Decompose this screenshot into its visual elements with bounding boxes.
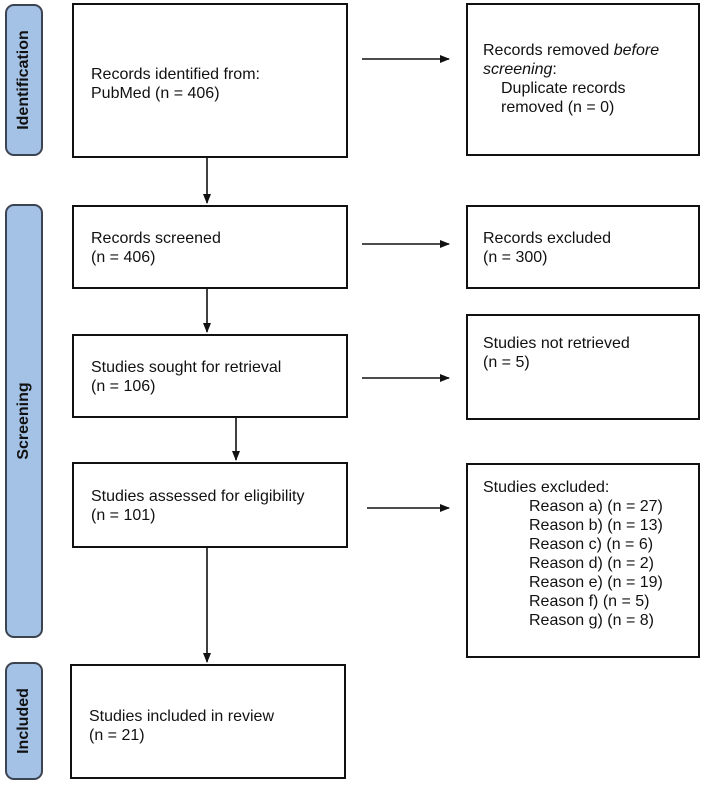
studies-sought-box: Studies sought for retrieval (n = 106) [72,334,348,418]
records-excluded-line1: Records excluded [483,230,612,247]
records-removed-line2a: screening [483,61,553,78]
studies-assessed-box: Studies assessed for eligibility (n = 10… [72,462,348,548]
records-excluded-line2: (n = 300) [483,249,548,266]
studies-excluded-reason-e: Reason e) (n = 19) [529,574,663,591]
records-removed-line4: removed (n = 0) [501,99,615,116]
studies-excluded-reason-c: Reason c) (n = 6) [529,536,654,553]
studies-sought-line1: Studies sought for retrieval [91,359,282,376]
studies-excluded-title: Studies excluded: [483,479,610,496]
records-screened-line2: (n = 406) [91,249,156,266]
records-identified-line2: PubMed (n = 406) [91,85,220,102]
studies-not-retrieved-line1: Studies not retrieved [483,335,630,352]
phase-identification: Identification [5,4,43,156]
studies-excluded-reason-d: Reason d) (n = 2) [529,555,654,572]
records-removed-line2b: : [552,61,557,78]
studies-included-line1: Studies included in review [89,708,274,725]
studies-excluded-reason-a: Reason a) (n = 27) [529,498,663,515]
records-identified-box: Records identified from: PubMed (n = 406… [72,3,348,158]
records-removed-line1a: Records removed [483,42,614,59]
phase-included: Included [5,662,43,780]
records-removed-box: Records removed before screening: Duplic… [466,3,700,156]
studies-excluded-box: Studies excluded: Reason a) (n = 27) Rea… [466,463,700,658]
studies-excluded-reason-g: Reason g) (n = 8) [529,612,654,629]
studies-excluded-reason-f: Reason f) (n = 5) [529,593,650,610]
records-identified-line1: Records identified from: [91,66,260,83]
records-removed-line2: screening: [483,60,659,79]
studies-included-line2: (n = 21) [89,727,145,744]
records-excluded-box: Records excluded (n = 300) [466,205,700,289]
studies-included-box: Studies included in review (n = 21) [70,664,346,779]
records-screened-box: Records screened (n = 406) [72,205,348,289]
records-removed-line1b: before [613,42,660,59]
records-removed-line3: Duplicate records [501,80,626,97]
phase-screening: Screening [5,204,43,638]
studies-assessed-line2: (n = 101) [91,507,156,524]
records-screened-line1: Records screened [91,230,221,247]
studies-not-retrieved-line2: (n = 5) [483,354,530,371]
records-removed-line1: Records removed before [483,41,659,60]
studies-excluded-reason-b: Reason b) (n = 13) [529,517,663,534]
studies-assessed-line1: Studies assessed for eligibility [91,488,305,505]
studies-not-retrieved-box: Studies not retrieved (n = 5) [466,314,700,420]
studies-sought-line2: (n = 106) [91,378,156,395]
